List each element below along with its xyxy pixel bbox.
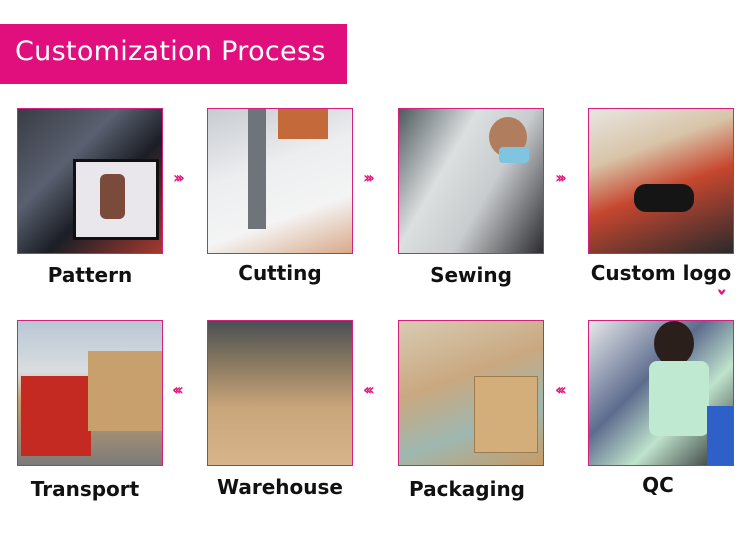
arrow-left-icon: ‹‹‹ [555,380,567,399]
arrow-right-icon: ››› [173,168,185,187]
qc-photo [588,320,734,466]
arrow-left-icon: ‹‹‹ [363,380,375,399]
warehouse-photo [207,320,353,466]
step-label-qc: QC [642,473,674,497]
arrow-left-icon: ‹‹‹ [172,380,184,399]
custom-logo-photo [588,108,734,254]
step-label-custom-logo: Custom logo [590,261,732,285]
step-label-transport: Transport [30,477,140,501]
page-title: Customization Process [15,36,326,67]
packaging-photo [398,320,544,466]
sewing-photo [398,108,544,254]
step-label-pattern: Pattern [47,263,133,287]
step-label-packaging: Packaging [409,477,525,501]
step-label-warehouse: Warehouse [217,475,343,499]
title-banner: Customization Process [0,24,347,84]
cutting-photo [207,108,353,254]
arrow-right-icon: ››› [363,168,375,187]
step-label-sewing: Sewing [430,263,512,287]
pattern-photo [17,108,163,254]
arrow-right-icon: ››› [555,168,567,187]
transport-photo [17,320,163,466]
arrow-down-icon: ››› [713,288,732,290]
step-label-cutting: Cutting [238,261,322,285]
